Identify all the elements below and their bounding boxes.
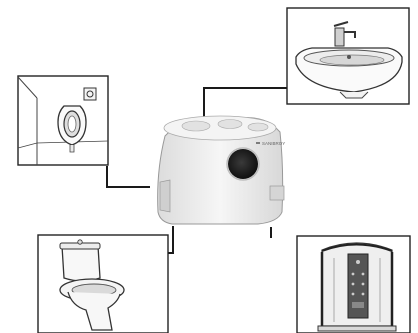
brand-label: SANIBROY — [262, 141, 285, 146]
macerator-pump-unit: SANIBROY — [158, 116, 286, 224]
shower-cabin-icon — [318, 243, 396, 331]
toilet-panel — [38, 235, 168, 333]
pipe-to-toilet — [168, 226, 173, 253]
urinal-panel — [18, 76, 108, 165]
pipe-to-urinal — [107, 166, 150, 187]
shower-panel — [297, 236, 410, 333]
washbasin-panel — [287, 8, 409, 104]
inlet-opening — [228, 149, 258, 179]
